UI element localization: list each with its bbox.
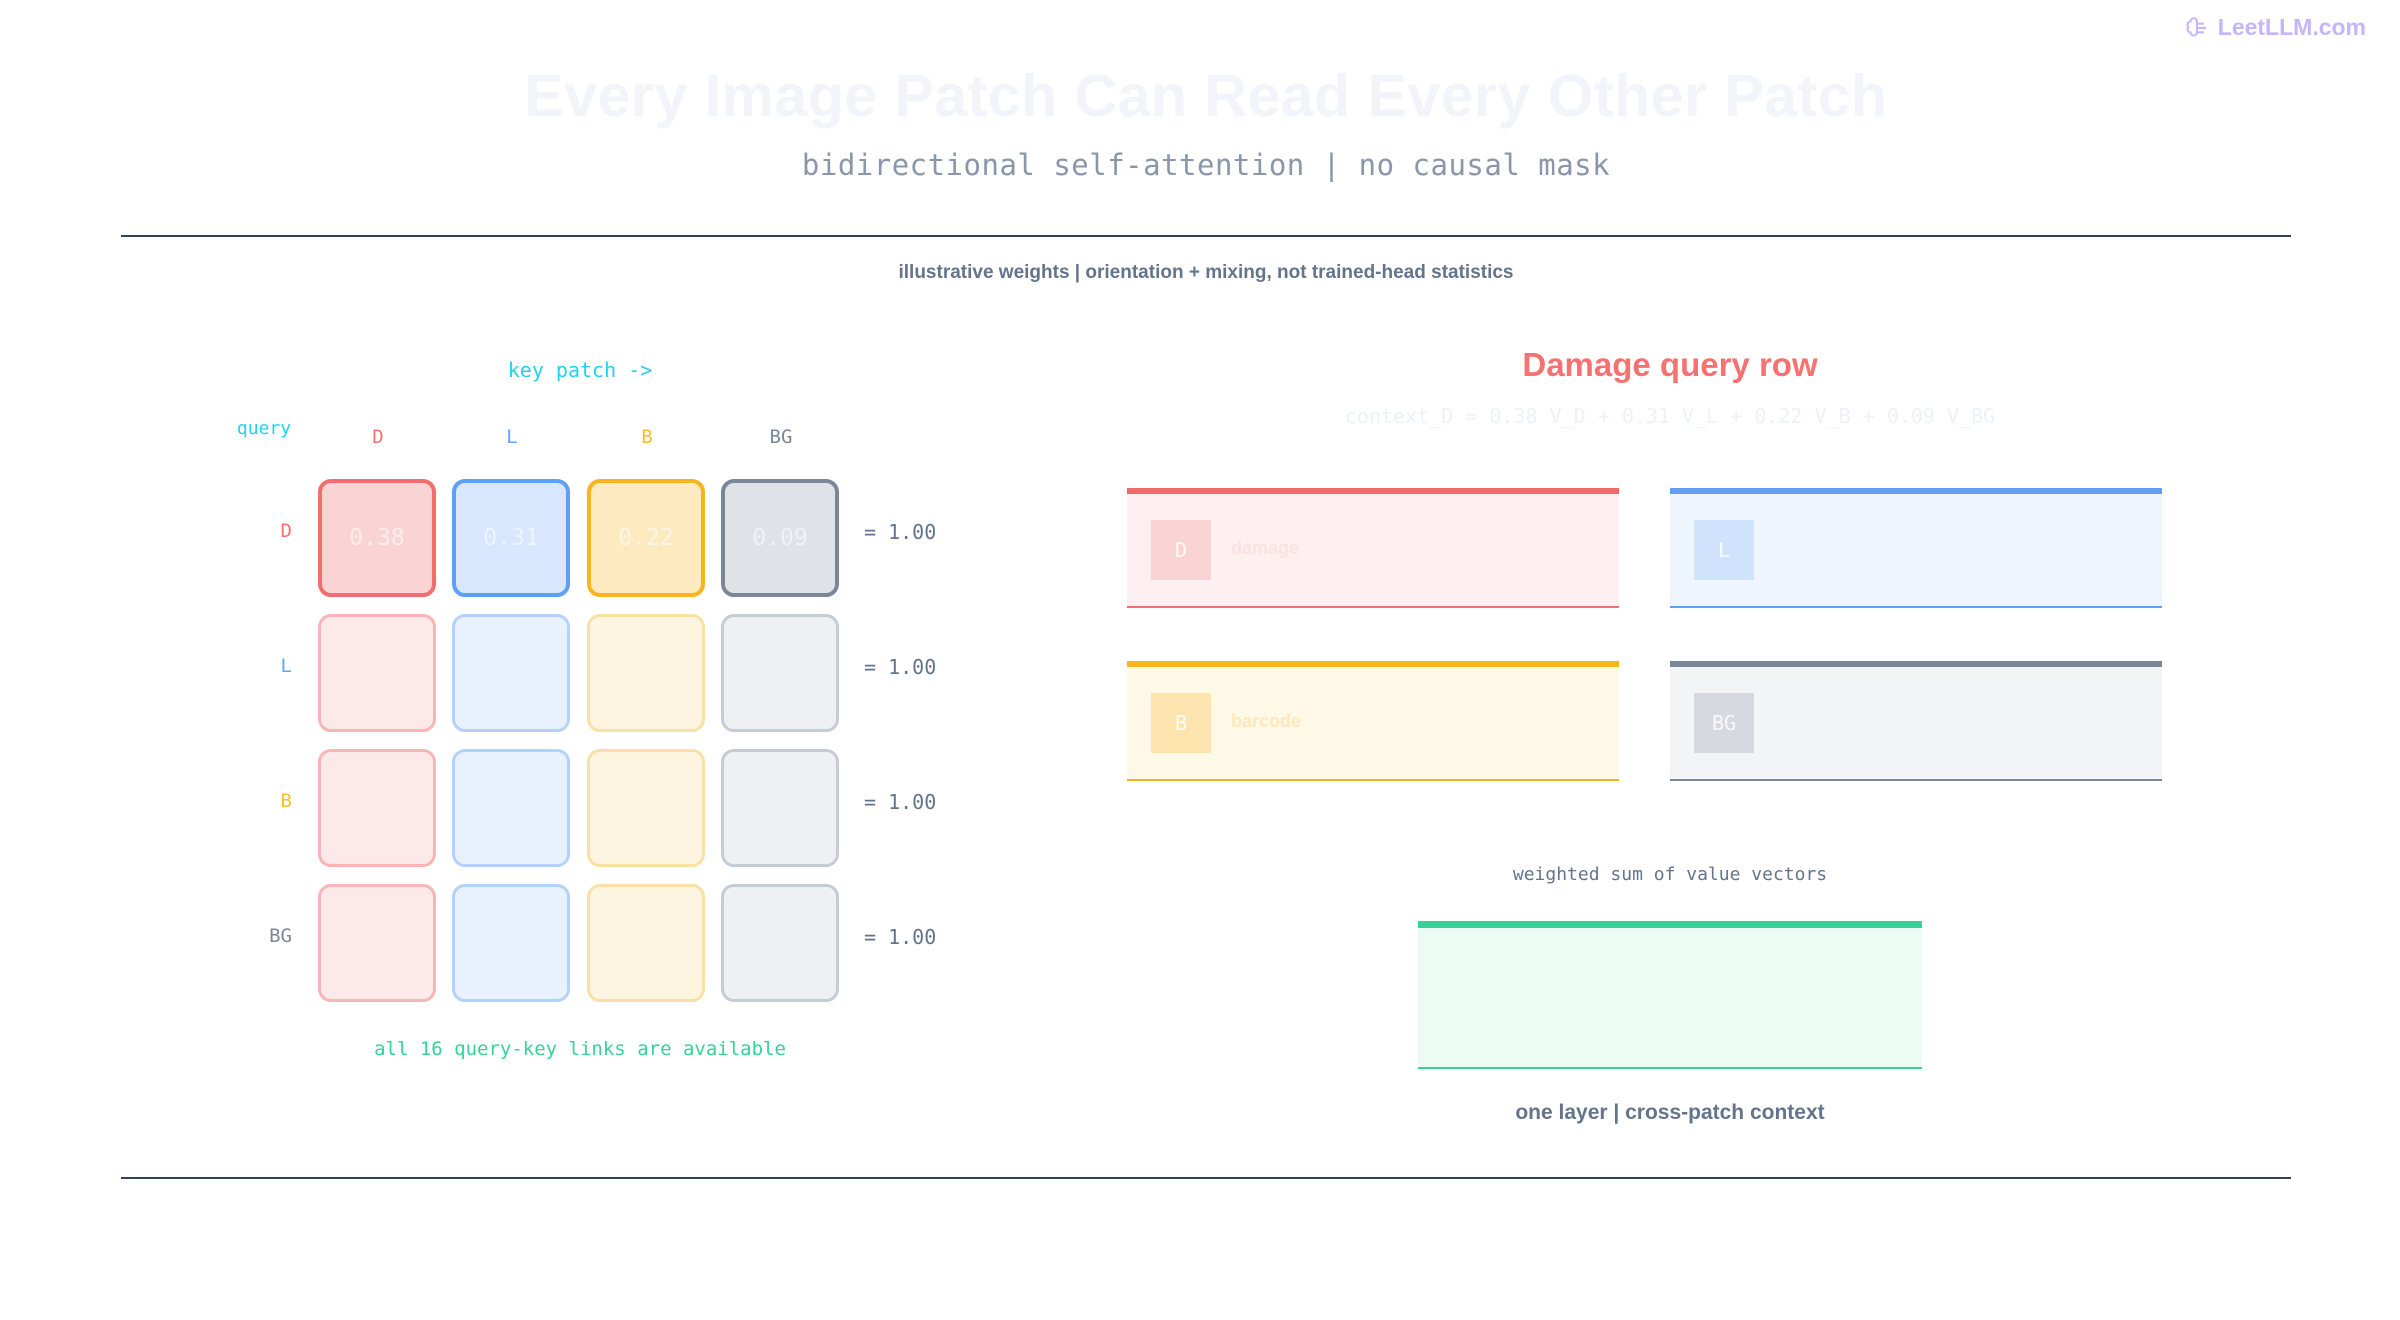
- row-sum-bg: = 1.00: [864, 925, 937, 949]
- attention-cell: [452, 614, 570, 732]
- attention-cell: [587, 614, 705, 732]
- attention-cell: 0.22: [587, 479, 705, 597]
- attention-cell: [452, 884, 570, 1002]
- value-card-name: damage: [1231, 538, 1300, 558]
- page-title: Every Image Patch Can Read Every Other P…: [524, 63, 1888, 129]
- value-chip-bg: BG: [1694, 693, 1754, 753]
- value-card-bg: BG: [1670, 661, 2162, 781]
- brand-name: LeetLLM.com: [2217, 14, 2366, 40]
- attention-cell: [721, 749, 839, 867]
- attention-cell: 0.38: [318, 479, 436, 597]
- column-header-l: L: [506, 426, 518, 448]
- links-note: all 16 query-key links are available: [374, 1038, 786, 1060]
- row-sum-l: = 1.00: [864, 655, 937, 679]
- attention-cell: [318, 614, 436, 732]
- value-chip-l: L: [1694, 520, 1754, 580]
- row-header-b: B: [280, 790, 292, 812]
- row-header-l: L: [280, 655, 292, 677]
- attention-cell: [721, 614, 839, 732]
- brain-icon: [2186, 16, 2206, 37]
- column-header-d: D: [372, 426, 384, 448]
- context-formula: context_D = 0.38 V_D + 0.31 V_L + 0.22 V…: [1344, 404, 1996, 428]
- attention-cell: [452, 749, 570, 867]
- bottom-divider: [121, 1177, 2291, 1179]
- row-header-d: D: [280, 520, 292, 542]
- attention-cell: [587, 749, 705, 867]
- attention-cell: 0.09: [721, 479, 839, 597]
- key-axis-label: key patch ->: [507, 358, 653, 382]
- row-header-bg: BG: [269, 925, 292, 947]
- illustrative-note: illustrative weights | orientation + mix…: [898, 262, 1514, 283]
- value-chip-b: B: [1151, 693, 1211, 753]
- attention-cell: [318, 884, 436, 1002]
- panel-title: Damage query row: [1522, 346, 1818, 383]
- value-card-l: L: [1670, 488, 2162, 608]
- attention-cell: [587, 884, 705, 1002]
- brand-logo[interactable]: LeetLLM.com: [2184, 14, 2366, 41]
- attention-cell: [318, 749, 436, 867]
- page-subtitle: bidirectional self-attention | no causal…: [801, 148, 1611, 182]
- value-card-damage: D damage: [1127, 488, 1619, 608]
- value-chip-d: D: [1151, 520, 1211, 580]
- value-card-name: barcode: [1231, 711, 1302, 731]
- panel-caption: one layer | cross-patch context: [1515, 1101, 1825, 1124]
- weighted-sum-label: weighted sum of value vectors: [1512, 864, 1828, 885]
- value-card-barcode: B barcode: [1127, 661, 1619, 781]
- attention-cell: 0.31: [452, 479, 570, 597]
- top-divider: [121, 235, 2291, 237]
- column-header-b: B: [641, 426, 653, 448]
- column-header-bg: BG: [769, 426, 793, 448]
- context-output-box: [1418, 921, 1922, 1069]
- attention-cell: [721, 884, 839, 1002]
- query-axis-label: query: [236, 418, 292, 439]
- row-sum-b: = 1.00: [864, 790, 937, 814]
- row-sum-d: = 1.00: [864, 520, 937, 544]
